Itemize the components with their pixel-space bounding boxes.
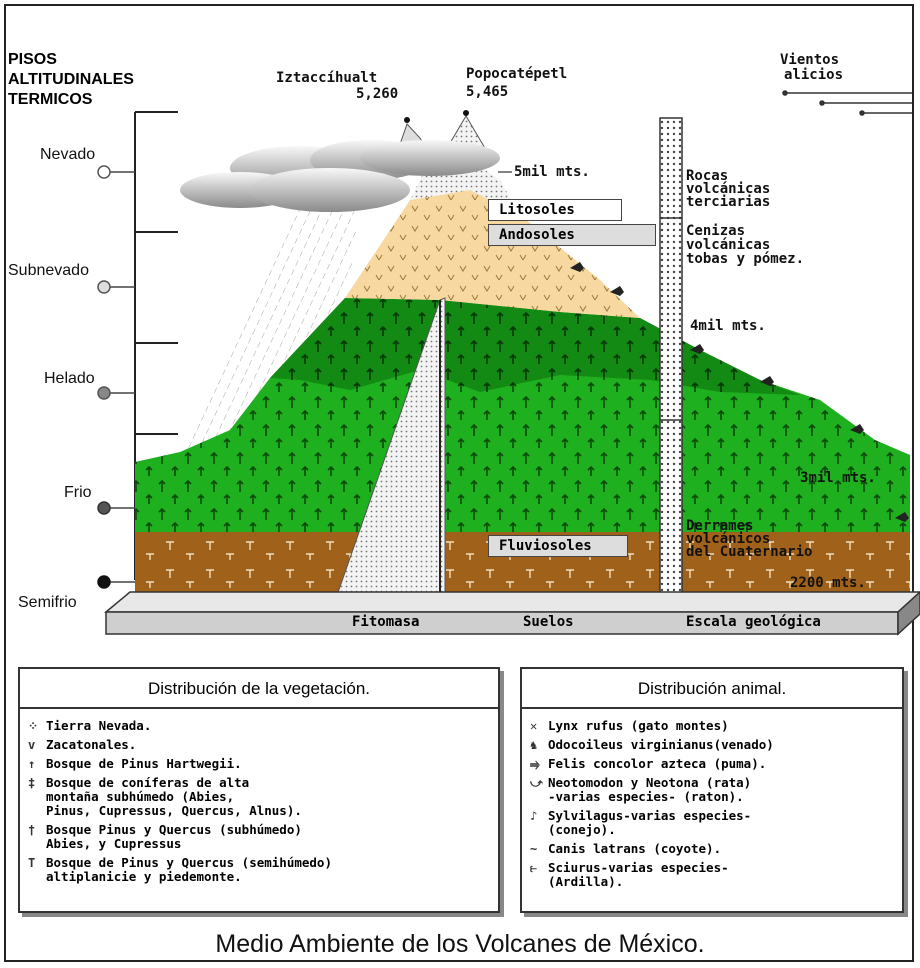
subnevado-marker [98,281,110,293]
snow-icon: ⁘ [28,719,46,733]
lynx-icon: ✕ [530,719,548,733]
level-semifrio: Semifrio [18,594,77,612]
pine-icon: ↑ [28,757,46,771]
conifer-icon: ‡ [28,776,46,818]
oak-icon: T [28,856,46,884]
winds-line-1: Vientos [780,52,839,68]
rabbit-icon: ♪ [530,809,548,837]
suelos-label: Suelos [523,614,574,630]
pisos-line-1: PISOS [8,50,134,70]
legend-item: ⥤Felis concolor azteca (puma). [530,757,894,771]
semifrio-marker [98,576,110,588]
legend-item: vZacatonales. [28,738,490,752]
cenizas-label: Cenizas volcánicas tobas y pómez. [686,224,804,266]
pisos-line-3: TERMICOS [8,90,134,110]
pisos-line-2: ALTITUDINALES [8,70,134,90]
level-helado: Helado [44,370,95,388]
legend-item: ♪Sylvilagus-varias especies- (conejo). [530,809,894,837]
height-2200: 2200 mts. [790,575,866,591]
vegetation-legend: Distribución de la vegetación. ⁘Tierra N… [18,667,500,913]
geologic-column [660,118,682,608]
animal-legend-title: Distribución animal. [522,669,902,709]
iztaccihuatl-altitude: 5,260 [356,86,398,102]
legend-item: ⥼Sciurus-varias especies- (Ardilla). [530,861,894,889]
level-nevado: Nevado [40,146,95,164]
rocas-label: Rocas volcánicas terciarias [686,170,770,209]
base-top [106,592,920,612]
puma-icon: ⥤ [530,757,548,771]
coyote-icon: ~ [530,842,548,856]
winds-line-2: alicios [784,67,843,83]
legend-item: ~Canis latrans (coyote). [530,842,894,856]
legend-item: ⤻Neotomodon y Neotona (rata) -varias esp… [530,776,894,804]
wind-arrows [783,91,912,115]
level-subnevado: Subnevado [8,262,89,280]
iztaccihuatl-label: Iztaccíhualt [276,70,377,86]
legend-item: ⁘Tierra Nevada. [28,719,490,733]
height-3000: 3mil mts. [800,470,876,486]
legend-item: ‡Bosque de coníferas de alta montaña sub… [28,776,490,818]
pisos-heading: PISOS ALTITUDINALES TERMICOS [8,50,134,110]
grass-icon: v [28,738,46,752]
level-frio: Frio [64,484,92,502]
andosoles-box: Andosoles [488,224,656,246]
deer-icon: ♞ [530,738,548,752]
fluviosoles-box: Fluviosoles [488,535,628,557]
legend-item: TBosque de Pinus y Quercus (semihúmedo) … [28,856,490,884]
popocatepetl-altitude: 5,465 [466,84,508,100]
pine-oak-icon: † [28,823,46,851]
rat-icon: ⤻ [530,776,548,804]
litosoles-box: Litosoles [488,199,622,221]
helado-marker [98,387,110,399]
legend-item: ✕Lynx rufus (gato montes) [530,719,894,733]
legend-item: ♞Odocoileus virginianus(venado) [530,738,894,752]
height-4000: 4mil mts. [690,318,766,334]
vegetation-legend-title: Distribución de la vegetación. [20,669,498,709]
frio-marker [98,502,110,514]
animal-legend: Distribución animal. ✕Lynx rufus (gato m… [520,667,904,913]
nevado-marker [98,166,110,178]
squirrel-icon: ⥼ [530,861,548,889]
legend-item: †Bosque Pinus y Quercus (subhúmedo) Abie… [28,823,490,851]
derrames-label: Derrames volcánicos del Cuaternario [686,520,812,559]
page-title: Medio Ambiente de los Volcanes de México… [0,930,920,959]
legend-item: ↑Bosque de Pinus Hartwegii. [28,757,490,771]
popocatepetl-label: Popocatépetl [466,66,567,82]
height-5000: 5mil mts. [514,164,590,180]
fitomasa-label: Fitomasa [352,614,419,630]
escala-label: Escala geológica [686,614,821,630]
